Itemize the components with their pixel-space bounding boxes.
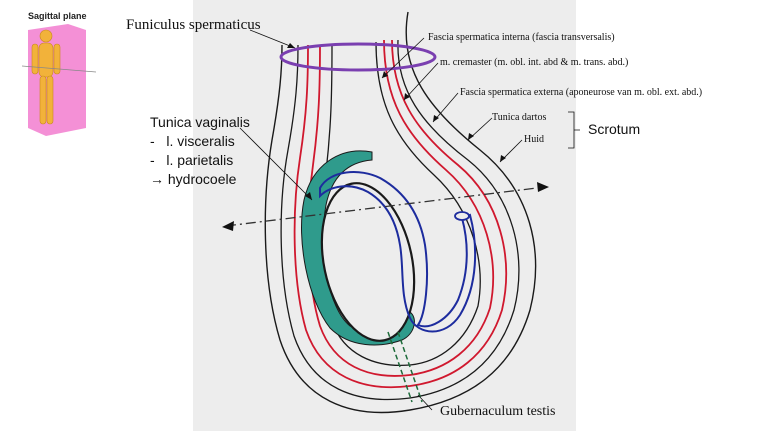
gubernaculum-line-1: [387, 331, 413, 403]
label-tunica-dartos: Tunica dartos: [492, 112, 547, 123]
label-funiculus: Funiculus spermaticus: [126, 17, 261, 33]
label-cremaster: m. cremaster (m. obl. int. abd & m. tran…: [440, 57, 629, 68]
human-figure-icon: [31, 29, 61, 125]
label-fascia-externa: Fascia spermatica externa (aponeurose va…: [460, 87, 703, 98]
leader-fascia-interna: [381, 37, 425, 79]
tunica-vaginalis-title: Tunica vaginalis: [150, 114, 250, 130]
scrotum-bracket: [568, 111, 580, 149]
list-item: - l. parietalis: [150, 152, 234, 168]
gubernaculum-line-2: [397, 331, 423, 403]
leader-funiculus: [249, 29, 296, 49]
leader-tunica: [239, 127, 313, 201]
cremaster-layer: [307, 39, 494, 377]
leader-cremaster: [403, 62, 439, 101]
section-axis: [225, 186, 546, 227]
fascia-externa-layer: [293, 39, 508, 389]
leader-gubernaculum: [417, 394, 433, 411]
epididymis-tail-end: [454, 211, 470, 221]
thumbnail-title: Sagittal plane: [28, 11, 87, 21]
sagittal-plane-thumbnail: [21, 24, 97, 136]
testis-shape: [320, 182, 416, 342]
dartos-layer: [280, 39, 520, 401]
label-gubernaculum: Gubernaculum testis: [440, 404, 556, 419]
label-huid: Huid: [524, 134, 544, 145]
axis-arrow-right: [537, 182, 549, 192]
list-item: - l. visceralis: [150, 133, 235, 149]
label-scrotum: Scrotum: [588, 121, 641, 137]
list-item: → hydrocoele: [150, 171, 237, 187]
tunica-vaginalis-list: Tunica vaginalis - l. visceralis - l. pa…: [150, 113, 250, 189]
huid-layer: [264, 11, 537, 414]
label-fascia-interna: Fascia spermatica interna (fascia transv…: [428, 32, 615, 43]
funiculus-ring: [279, 42, 437, 72]
axis-arrow-left: [222, 221, 234, 231]
